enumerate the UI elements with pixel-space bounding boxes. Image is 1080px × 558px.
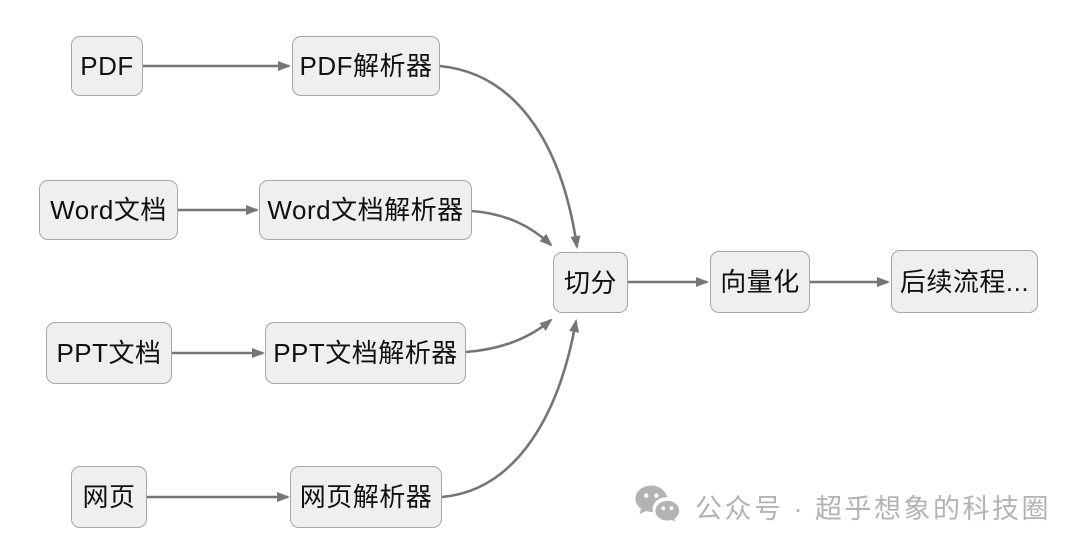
node-pdf: PDF <box>71 36 143 96</box>
node-ppt-parser: PPT文档解析器 <box>265 322 466 384</box>
watermark-text: 公众号 · 超乎想象的科技圈 <box>695 493 1051 524</box>
node-word-parser: Word文档解析器 <box>259 180 472 240</box>
node-pdf-parser: PDF解析器 <box>292 36 440 96</box>
node-vectorize: 向量化 <box>710 251 810 313</box>
wechat-icon <box>635 485 682 526</box>
node-web: 网页 <box>71 466 147 528</box>
edge-pdf-parser-to-split <box>439 64 581 249</box>
node-web-parser: 网页解析器 <box>290 466 442 528</box>
node-split: 切分 <box>553 252 628 313</box>
watermark: 公众号 · 超乎想象的科技圈 <box>634 484 1051 528</box>
edge-ppt-parser-to-split <box>465 318 553 354</box>
node-next-steps: 后续流程... <box>891 250 1038 313</box>
edge-word-parser-to-split <box>471 209 553 247</box>
node-ppt: PPT文档 <box>46 322 172 384</box>
node-word: Word文档 <box>39 180 178 240</box>
edge-web-parser-to-split <box>441 319 580 499</box>
